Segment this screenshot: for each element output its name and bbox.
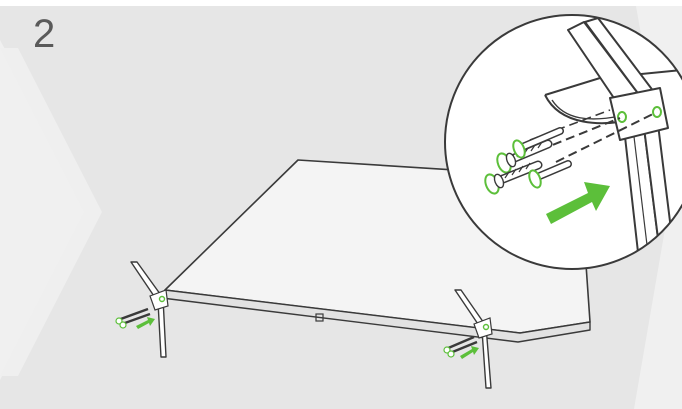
chevron-left-icon bbox=[0, 48, 102, 376]
stand-leg-left bbox=[130, 261, 169, 358]
screw-icon bbox=[512, 127, 564, 159]
stand-leg-right bbox=[454, 289, 493, 389]
chevron-left-shape bbox=[0, 40, 92, 380]
screw-icon bbox=[115, 307, 151, 329]
green-arrow-icon bbox=[460, 346, 479, 359]
zoom-detail bbox=[444, 14, 682, 270]
screw-icon bbox=[484, 160, 543, 195]
tv-sensor bbox=[315, 313, 324, 322]
screw-icon bbox=[443, 335, 478, 358]
green-arrow-icon bbox=[546, 182, 610, 224]
step-number: 2 bbox=[33, 12, 56, 56]
screw-icon bbox=[528, 160, 572, 189]
green-arrow-icon bbox=[136, 317, 155, 329]
